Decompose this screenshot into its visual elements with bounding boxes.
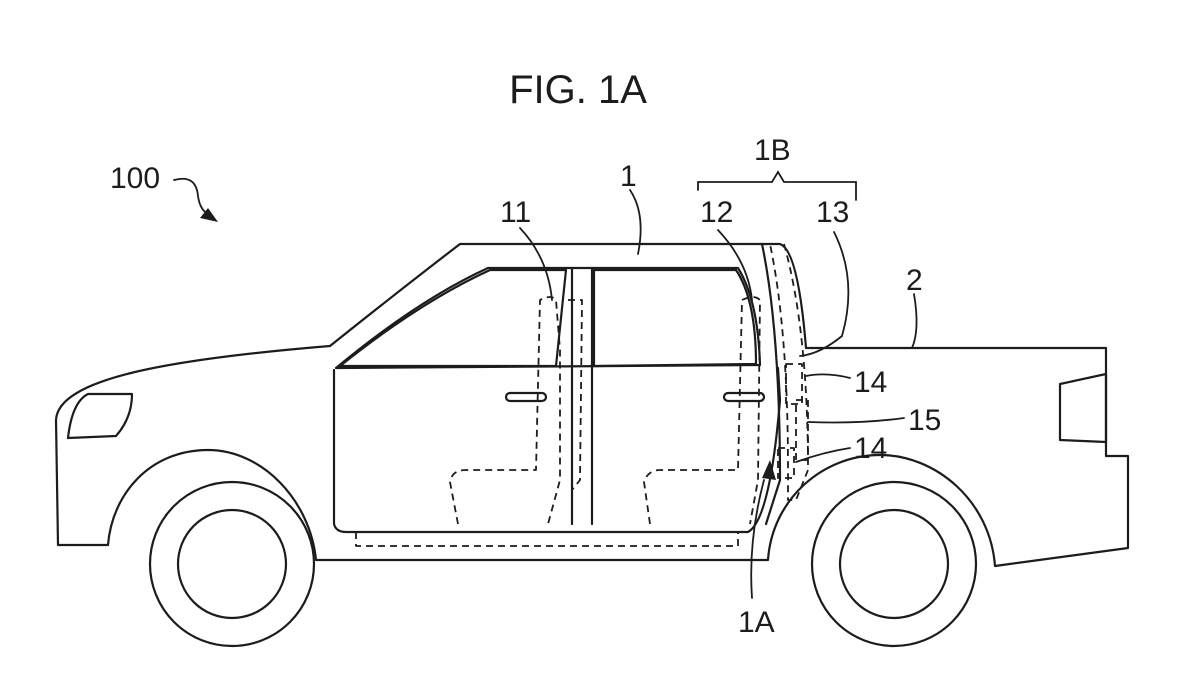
- headlight: [66, 392, 134, 440]
- leader-12: [717, 229, 753, 301]
- rear-window: [592, 268, 758, 368]
- label-1a: 1A: [738, 606, 775, 639]
- front-seat-back-dashed: [568, 299, 583, 491]
- label-13: 13: [816, 196, 849, 229]
- bracket-1b: [697, 170, 857, 201]
- label-2: 2: [906, 264, 923, 297]
- label-15: 15: [908, 404, 941, 437]
- label-14-lower: 14: [854, 432, 887, 465]
- label-12: 12: [700, 196, 733, 229]
- front-seat-dashed: [449, 296, 561, 525]
- leader-14-lower: [795, 447, 851, 463]
- leader-1a: [750, 479, 765, 599]
- arrow-100-head: [200, 208, 218, 222]
- device-15: [795, 399, 809, 461]
- label-11: 11: [500, 196, 531, 229]
- label-100: 100: [110, 162, 160, 195]
- leader-2: [911, 293, 918, 349]
- leader-14-upper: [805, 373, 851, 379]
- front-door-handle: [504, 391, 548, 403]
- label-1b: 1B: [754, 134, 791, 167]
- device-14-lower: [777, 447, 795, 479]
- cab-rear-wall-dashed: [769, 243, 809, 501]
- reference-numerals: 100 1 11 12 13 1B 2 14 15 14 1A: [110, 134, 941, 639]
- device-14-upper: [785, 363, 803, 405]
- leader-13: [799, 231, 850, 357]
- floor-dashed: [355, 532, 739, 547]
- front-rim: [176, 508, 288, 620]
- door-sill: [332, 366, 782, 534]
- rear-seat-dashed: [643, 296, 761, 525]
- leader-15: [807, 417, 905, 424]
- rear-rim: [838, 508, 950, 620]
- front-tire: [148, 480, 316, 648]
- rear-tire: [810, 480, 978, 648]
- arrow-1a-head: [762, 460, 776, 480]
- front-window: [338, 268, 568, 368]
- rear-door-handle: [722, 391, 766, 403]
- tail-light: [1058, 372, 1108, 444]
- pickup-truck: [54, 242, 1130, 648]
- window-frame: [334, 266, 762, 370]
- label-1: 1: [620, 160, 637, 193]
- label-14-upper: 14: [854, 366, 887, 399]
- cab-rear-pillar: [760, 242, 782, 526]
- leader-lines: [173, 170, 918, 599]
- truck-body-outline: [54, 242, 1130, 568]
- leader-11: [519, 227, 553, 301]
- figure-title: FIG. 1A: [509, 68, 647, 112]
- leader-1: [629, 189, 642, 255]
